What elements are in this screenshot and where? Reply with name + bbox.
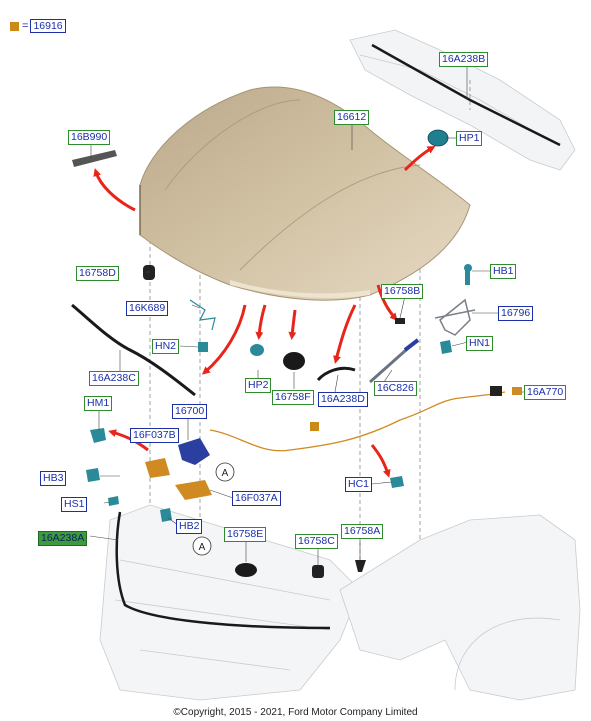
label-HP1[interactable]: HP1 <box>456 131 483 146</box>
hood-panel <box>139 86 471 301</box>
part-16A238C <box>71 303 196 397</box>
callout-circle-a1: A <box>215 462 235 482</box>
part-16916-clip <box>310 422 319 431</box>
fender <box>339 514 581 701</box>
label-16700[interactable]: 16700 <box>172 404 208 419</box>
legend-equals: = <box>22 20 29 32</box>
label-16A238A[interactable]: 16A238A <box>38 531 88 546</box>
label-HB3[interactable]: HB3 <box>40 471 67 486</box>
label-16758F[interactable]: 16758F <box>272 390 314 405</box>
part-16C826 <box>369 338 420 384</box>
part-HB1 <box>464 264 472 285</box>
cowl-panel <box>349 29 576 171</box>
part-16B990 <box>72 150 117 167</box>
label-16758A[interactable]: 16758A <box>341 524 384 539</box>
copyright-text: ©Copyright, 2015 - 2021, Ford Motor Comp… <box>173 707 418 718</box>
label-HP2[interactable]: HP2 <box>245 378 272 393</box>
callout-circle-a2: A <box>192 536 212 556</box>
seal-16A238A <box>115 511 331 630</box>
part-HP1 <box>427 129 449 147</box>
label-16612[interactable]: 16612 <box>334 110 370 125</box>
legend-part-code[interactable]: 16916 <box>30 19 66 33</box>
label-leaders <box>89 65 530 565</box>
label-16A238B[interactable]: 16A238B <box>439 52 489 67</box>
label-HC1[interactable]: HC1 <box>345 477 373 492</box>
part-HC1 <box>390 476 404 488</box>
part-16F037A <box>175 480 212 500</box>
part-16758D <box>143 265 155 280</box>
part-16A770-connector <box>490 386 522 396</box>
part-16758C <box>312 565 324 578</box>
label-16758B[interactable]: 16758B <box>381 284 424 299</box>
part-HB3 <box>86 468 100 482</box>
part-16758B <box>395 318 405 324</box>
label-HS1[interactable]: HS1 <box>61 497 88 512</box>
legend: = 16916 <box>10 18 66 34</box>
direction-arrows <box>93 146 436 478</box>
label-16758C[interactable]: 16758C <box>295 534 338 549</box>
part-16A770-cable <box>209 391 506 452</box>
label-16A238C[interactable]: 16A238C <box>89 371 139 386</box>
callout-a2-text: A <box>199 542 206 553</box>
part-16K689 <box>189 299 216 331</box>
label-16K689[interactable]: 16K689 <box>126 301 169 316</box>
part-16F037B <box>145 458 170 478</box>
label-16758D[interactable]: 16758D <box>76 266 119 281</box>
label-16F037B[interactable]: 16F037B <box>130 428 179 443</box>
part-HS1 <box>108 496 119 506</box>
part-HN2 <box>198 342 208 352</box>
label-16A770[interactable]: 16A770 <box>524 385 567 400</box>
label-HB2[interactable]: HB2 <box>176 519 203 534</box>
legend-clip-swatch <box>10 21 19 31</box>
label-HM1[interactable]: HM1 <box>84 396 113 411</box>
part-16796 <box>434 298 476 336</box>
front-end-structure <box>99 504 361 701</box>
callout-a1-text: A <box>222 468 229 479</box>
part-16758F <box>283 352 305 370</box>
label-16758E[interactable]: 16758E <box>224 527 267 542</box>
part-HN1 <box>440 340 452 354</box>
label-HN1[interactable]: HN1 <box>466 336 494 351</box>
label-HN2[interactable]: HN2 <box>152 339 180 354</box>
label-16A238D[interactable]: 16A238D <box>318 392 368 407</box>
label-16796[interactable]: 16796 <box>498 306 534 321</box>
part-16758E <box>235 563 257 577</box>
part-16758A <box>355 560 366 572</box>
label-HB1[interactable]: HB1 <box>490 264 517 279</box>
label-16B990[interactable]: 16B990 <box>68 130 111 145</box>
label-16C826[interactable]: 16C826 <box>374 381 417 396</box>
part-16700-latch <box>178 438 210 465</box>
part-HM1 <box>90 428 106 443</box>
part-16A238D <box>316 366 356 382</box>
part-HP2 <box>250 344 264 356</box>
label-16F037A[interactable]: 16F037A <box>232 491 281 506</box>
